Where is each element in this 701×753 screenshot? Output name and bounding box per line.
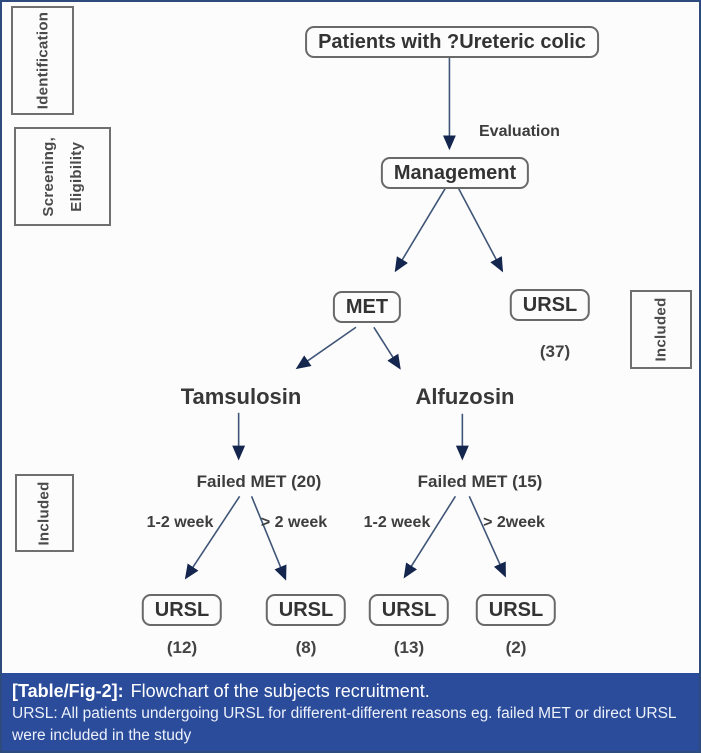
count-ursl-tam-late: (8) xyxy=(295,638,317,657)
edge-label-evaluation: Evaluation xyxy=(479,123,560,140)
count-ursl-alf-early: (13) xyxy=(393,638,425,657)
arrow-management-ursl xyxy=(457,187,504,273)
stage-box-included-left: Included xyxy=(15,474,74,552)
arrow-met-tamsulosin xyxy=(295,326,357,370)
stage-label-included-left: Included xyxy=(36,480,54,546)
caption-note-line2: were included in the study xyxy=(12,727,192,745)
caption-title: Flowchart of the subjects recruitment. xyxy=(130,681,430,701)
node-met: MET xyxy=(332,291,402,323)
edge-label-tamsulosin-week-early: 1-2 week xyxy=(146,514,214,531)
stage-label-screening-eligibility: Screening, Eligibility xyxy=(35,137,91,217)
node-tamsulosin: Tamsulosin xyxy=(180,384,302,409)
node-failed-met-alfuzosin: Failed MET (15) xyxy=(417,472,543,491)
arrow-management-met xyxy=(394,187,447,273)
stage-box-included-right: Included xyxy=(630,290,692,369)
node-failed-met-tamsulosin: Failed MET (20) xyxy=(196,472,322,491)
arrow-failed15-ursl2 xyxy=(468,495,506,578)
count-ursl-alf-late: (2) xyxy=(505,638,527,657)
node-ursl-tam-late: URSL xyxy=(265,594,347,626)
node-ursl-direct: URSL xyxy=(509,289,591,321)
stage-label-included-right: Included xyxy=(652,297,670,362)
stage-label-screening: Screening, xyxy=(39,136,57,217)
edge-label-alfuzosin-week-late: > 2week xyxy=(483,514,545,531)
stage-box-screening-eligibility: Screening, Eligibility xyxy=(14,127,111,226)
arrow-failed20-ursl8 xyxy=(250,496,287,581)
caption-tag: [Table/Fig-2]: xyxy=(12,681,124,701)
arrow-failed20-ursl12 xyxy=(184,495,241,580)
count-ursl-direct: (37) xyxy=(539,342,571,361)
edge-label-alfuzosin-week-early: 1-2 week xyxy=(363,514,431,531)
arrow-failed15-ursl13 xyxy=(403,495,457,579)
edge-label-tamsulosin-week-late: > 2 week xyxy=(260,514,328,531)
node-ursl-tam-early: URSL xyxy=(141,594,223,626)
node-ursl-alf-late: URSL xyxy=(475,594,557,626)
node-patients-root: Patients with ?Ureteric colic xyxy=(305,26,599,58)
node-management: Management xyxy=(380,157,530,189)
node-ursl-alf-early: URSL xyxy=(368,594,450,626)
node-alfuzosin: Alfuzosin xyxy=(415,384,515,409)
arrow-met-alfuzosin xyxy=(373,326,401,370)
count-ursl-tam-early: (12) xyxy=(166,638,198,657)
caption-note-line1: URSL: All patients undergoing URSL for d… xyxy=(12,705,677,723)
figure-caption: [Table/Fig-2]: Flowchart of the subjects … xyxy=(2,673,699,751)
stage-label-identification: Identification xyxy=(34,11,52,110)
stage-label-eligibility: Eligibility xyxy=(67,141,85,212)
caption-title-line: [Table/Fig-2]: Flowchart of the subjects … xyxy=(12,679,689,703)
stage-box-identification: Identification xyxy=(11,6,74,115)
